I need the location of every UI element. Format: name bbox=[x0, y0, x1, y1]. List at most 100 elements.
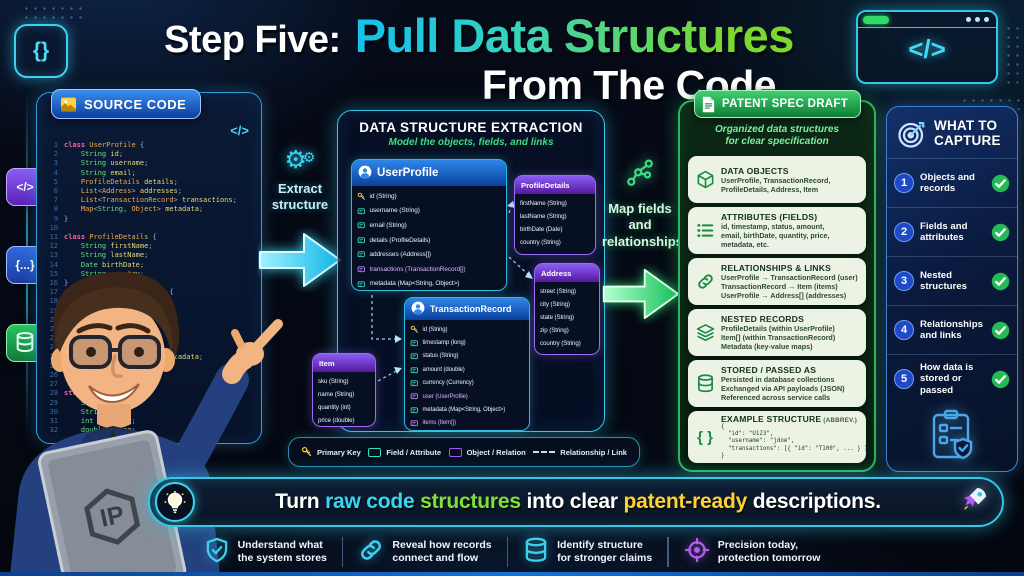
patent-section-title: DATA OBJECTS bbox=[721, 165, 789, 176]
code-text: String email; bbox=[80, 168, 136, 177]
entity-field-row: user (UserProfile) bbox=[410, 390, 524, 403]
entity-field-row: timestamp (long) bbox=[410, 336, 524, 349]
field-label: timestamp (long) bbox=[422, 340, 466, 347]
line-number: 2 bbox=[53, 150, 58, 159]
line-number: 27 bbox=[49, 380, 58, 389]
field-chip-icon bbox=[410, 419, 419, 428]
code-text: String sku; bbox=[80, 398, 128, 407]
check-icon bbox=[991, 321, 1010, 340]
field-label: name (String) bbox=[318, 391, 355, 398]
entity-transactionrecord: TransactionRecord id (String) timestamp (… bbox=[404, 297, 530, 431]
chain-icon bbox=[692, 272, 718, 291]
line-number: 1 bbox=[53, 141, 58, 149]
key-icon bbox=[410, 325, 419, 334]
code-line: 16} bbox=[43, 279, 257, 288]
code-line: 15 String country; bbox=[43, 270, 257, 279]
entity-header: Item bbox=[313, 354, 375, 372]
field-label: currency (Currency) bbox=[422, 380, 474, 387]
entity-field-row: id (String) bbox=[357, 189, 501, 204]
entity-field-row: id (String) bbox=[410, 323, 524, 336]
entity-fields: firstName (String)lastName (String)birth… bbox=[515, 194, 595, 252]
check-icon bbox=[991, 370, 1010, 389]
line-number: 10 bbox=[49, 223, 58, 232]
field-label: transactions (TransactionRecord[]) bbox=[369, 265, 466, 273]
code-line: 22 Currency currency; bbox=[43, 334, 257, 343]
patent-example-code: { bbox=[721, 424, 725, 430]
legend-item-dash: Relationship / Link bbox=[533, 448, 627, 457]
patent-section-line: ProfileDetails, Address, Item bbox=[721, 184, 819, 194]
field-chip-icon bbox=[410, 379, 419, 388]
green-arrow-icon bbox=[602, 268, 680, 319]
banner-segment: structures bbox=[420, 490, 527, 513]
legend-item-key: Primary Key bbox=[301, 446, 361, 459]
field-label: items (Item[]) bbox=[422, 420, 457, 427]
patent-section-title: NESTED RECORDS bbox=[721, 314, 805, 324]
code-text: String username; bbox=[80, 159, 149, 168]
patent-section-title: RELATIONSHIPS & LINKS bbox=[721, 263, 832, 273]
footer-line1: Understand what bbox=[237, 539, 323, 552]
map-fields-label: Map fields and relationships bbox=[602, 201, 683, 249]
field-label: street (String) bbox=[540, 288, 576, 295]
layers-icon bbox=[692, 323, 718, 342]
entity-header: TransactionRecord bbox=[405, 298, 529, 320]
entity-header: UserProfile bbox=[352, 160, 506, 186]
field-chip-icon bbox=[410, 366, 419, 375]
extraction-subtitle: Model the objects, fields, and links bbox=[388, 137, 554, 148]
rocket-icon bbox=[961, 486, 988, 518]
line-number: 17 bbox=[49, 288, 58, 297]
clipboard-shield-icon bbox=[887, 403, 1017, 471]
patent-section-body: ATTRIBUTES (FIELDS)id, timestamp, status… bbox=[721, 212, 830, 249]
field-chip-icon bbox=[357, 250, 366, 259]
entity-name: TransactionRecord bbox=[430, 304, 512, 314]
field-label: id (String) bbox=[369, 192, 397, 200]
code-line: 26} bbox=[43, 371, 257, 380]
entity-field-row: status (String) bbox=[410, 350, 524, 363]
map-fields-step: Map fields and relationships bbox=[602, 158, 683, 324]
field-label: lastName (String) bbox=[520, 213, 567, 220]
footer-line2: protection tomorrow bbox=[717, 552, 821, 564]
code-line: 8 Map<String, Object> metadata; bbox=[43, 205, 257, 214]
entity-header: Address bbox=[535, 264, 599, 282]
banner-segment: patent-ready bbox=[623, 490, 753, 513]
code-line: 5 ProfileDetails details; bbox=[43, 178, 257, 187]
code-slash-icon: </> bbox=[230, 123, 249, 138]
field-chip-icon bbox=[410, 406, 419, 415]
entity-item: Item sku (String)name (String)quantity (… bbox=[312, 353, 376, 427]
legend-label: Relationship / Link bbox=[560, 447, 627, 457]
patent-section-line: Item[] (within TransactionRecord) bbox=[721, 333, 836, 342]
field-label: state (String) bbox=[540, 314, 575, 321]
code-text: Map<String, Object> metadata; bbox=[80, 205, 204, 214]
entity-field-row: username (String) bbox=[357, 204, 501, 219]
code-text: double amount; bbox=[80, 325, 140, 334]
capture-title: WHAT TO CAPTURE bbox=[934, 118, 1001, 148]
line-number: 20 bbox=[49, 315, 58, 324]
line-number: 4 bbox=[53, 168, 58, 177]
list-icon bbox=[692, 221, 718, 240]
item-number-badge: 2 bbox=[894, 222, 914, 242]
footer-line2: the system stores bbox=[237, 552, 327, 564]
source-code-label: SOURCE CODE bbox=[84, 96, 187, 112]
line-number: 29 bbox=[49, 398, 58, 407]
entity-field-row: zip (String) bbox=[540, 324, 594, 337]
entity-header: ProfileDetails bbox=[515, 176, 595, 194]
code-line: 19 long timestamp; bbox=[43, 307, 257, 316]
field-label: price (double) bbox=[318, 417, 355, 424]
entity-name: UserProfile bbox=[377, 167, 439, 179]
patent-section-line: metadata, etc. bbox=[721, 240, 769, 249]
line-number: 18 bbox=[49, 297, 58, 306]
code-text: } bbox=[64, 279, 69, 288]
field-chip-icon bbox=[357, 221, 366, 230]
legend-label: Field / Attribute bbox=[386, 447, 442, 457]
field-label: quantity (int) bbox=[318, 404, 351, 411]
capture-item-label: Nested structures bbox=[920, 269, 967, 292]
patent-spec-draft-panel: PATENT SPEC DRAFT Organized data structu… bbox=[678, 90, 876, 472]
code-line: 31 int quantity; bbox=[43, 417, 257, 426]
footer-item-crosshair: Precision today,protection tomorrow bbox=[684, 537, 821, 568]
banner-text: Turn raw code structures into clear pate… bbox=[195, 490, 961, 514]
